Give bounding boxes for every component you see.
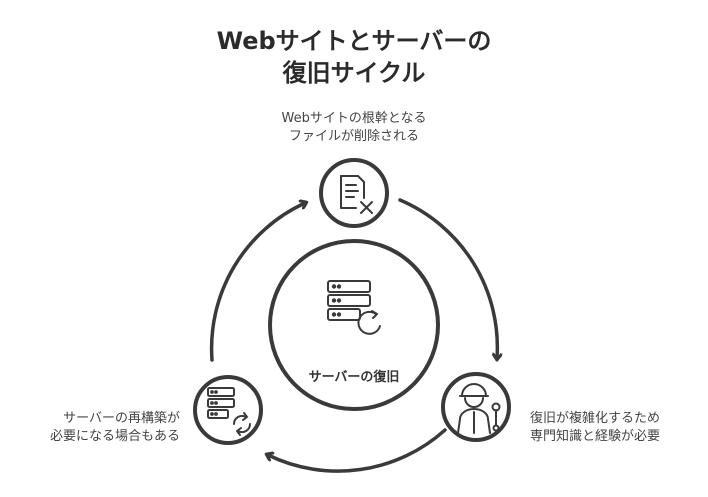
node-label-left-line-2: 必要になる場合もある xyxy=(49,429,180,444)
node-label-top: Webサイトの根幹となる ファイルが削除される xyxy=(254,110,454,146)
diagram-title-line-2: 復旧サイクル xyxy=(282,59,426,87)
node-label-left-line-1: サーバーの再構築が xyxy=(63,411,180,426)
server-rebuild-icon xyxy=(207,387,252,436)
document-delete-icon xyxy=(340,175,373,214)
node-label-right-line-1: 復旧が複雑化するため xyxy=(530,411,661,426)
node-circle-top xyxy=(319,158,389,228)
diagram-title-line-1: Webサイトとサーバーの xyxy=(216,27,492,55)
node-label-right-line-2: 専門知識と経験が必要 xyxy=(530,429,661,444)
node-label-left: サーバーの再構築が 必要になる場合もある xyxy=(20,410,180,446)
arrow-left-to-top xyxy=(209,203,305,362)
node-label-right: 復旧が複雑化するため 専門知識と経験が必要 xyxy=(530,410,660,446)
center-label: サーバーの復旧 xyxy=(308,370,400,385)
technician-icon xyxy=(457,383,501,434)
node-label-top-line-1: Webサイトの根幹となる xyxy=(281,111,427,126)
node-label-top-line-2: ファイルが削除される xyxy=(288,129,419,144)
arrow-right-to-left xyxy=(268,428,447,473)
arrow-top-to-right xyxy=(398,198,497,358)
server-restore-icon xyxy=(327,280,381,335)
center-circle xyxy=(268,239,440,411)
